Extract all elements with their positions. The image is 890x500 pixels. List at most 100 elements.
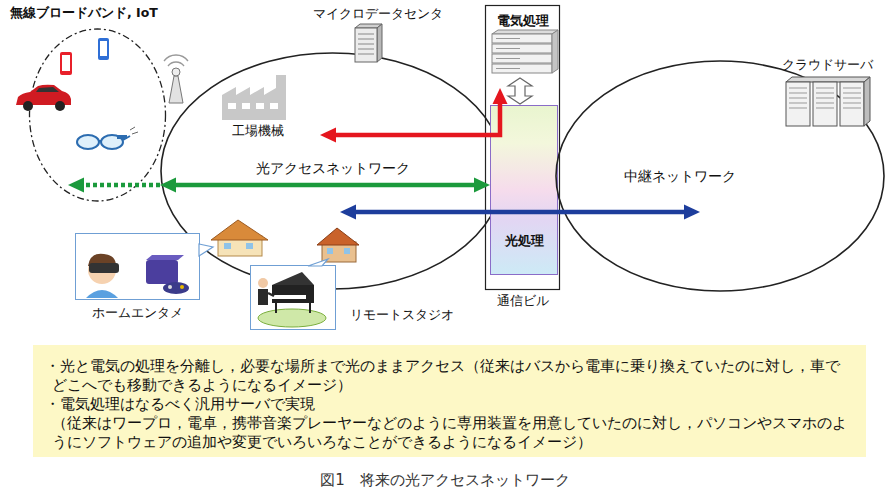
wireless-area: 無線ブロードバンド, IoT [10,5,175,205]
connector-line [353,210,687,215]
node-label: 中継ネットワーク [615,168,745,185]
node-label: リモートスタジオ [350,307,445,323]
node-outline-canvas [10,5,175,205]
arrow-head [684,205,700,220]
antenna-top [172,68,180,76]
game-console [146,260,178,284]
arrow-head [68,178,84,193]
stage-floor [258,309,326,327]
relay-network-ellipse: 中継ネットワーク [555,60,885,292]
car-wheel [55,101,65,111]
node-label: 無線ブロードバンド, IoT [10,5,175,21]
glasses-camera [117,135,127,139]
arrow-head [320,128,336,143]
access-network-ellipse: 光アクセスネットワーク 工場機械 [160,52,505,290]
telecom-building: 電気処理通信ビル 光処理 [485,5,560,310]
pianist-head [258,278,268,288]
factory-windows [228,103,278,109]
note-text: ・電気処理はなるべく汎用サーバで実現 [45,395,854,414]
phone-screen [100,41,107,56]
game-controller [163,282,189,294]
house-windows [224,243,253,249]
note-text: （従来はワープロ，電卓，携帯音楽プレーヤーなどのように専用装置を用意していたのに… [45,414,854,452]
callout-frame [75,233,200,300]
piano-lid [272,272,314,285]
note-box: ・光と電気の処理を分離し，必要な場所まで光のままアクセス（従来はバスから電車に乗… [33,345,866,457]
connector-line [333,101,500,135]
rack-top [492,30,558,34]
glasses-frame [99,136,130,141]
glasses-lens [77,135,99,149]
house-wall [322,242,356,262]
server-side [864,77,870,126]
grand-piano [272,285,314,303]
callout-box: リモートスタジオ [250,265,445,335]
callout-pointer [199,244,213,256]
note-text: ・光と電気の処理を分離し，必要な場所まで光のままアクセス（従来はバスから電車に乗… [45,357,854,395]
pianist-body [258,289,268,305]
radio-waves [164,55,188,66]
smartphone-red [60,52,72,75]
car-body [16,85,71,105]
callout-box: ホームエンタメ [75,233,203,323]
house-wall [218,236,262,256]
piano-keys [272,295,306,299]
factory-node: 工場機械 [220,72,320,140]
server-top [355,24,382,28]
figure-caption: 図1 将来の光アクセスネットワーク [0,471,890,490]
node-outline [556,61,884,291]
optical-processing-box: 光処理 [490,105,558,275]
house-windows [327,248,350,254]
rack-unit [492,34,552,43]
icon-label: クラウドサーバ [782,57,873,73]
smartphone-blue [98,38,109,60]
rack-side [552,30,558,73]
node-outline [161,53,504,289]
callout-frame [250,265,336,330]
node-label: 電気処理 [485,13,560,29]
rack-unit [492,54,552,63]
hollow-double-arrow [508,78,532,104]
server-slots [358,34,374,54]
rack-unit [492,64,552,73]
node-outline [30,29,166,201]
controller-button [168,285,172,289]
house-roof [211,220,268,240]
child-hair [88,254,116,266]
controller-button [180,285,184,289]
antenna-tower [169,76,183,103]
connector-arrow [340,205,700,220]
server-slots [789,88,861,108]
server-top [786,77,870,82]
arrow-head [493,88,508,104]
console-top [146,255,184,260]
connector-line [173,183,477,188]
server-tower [813,82,837,126]
connector-arrow [320,88,508,143]
arrow-head [160,178,176,193]
child-face [88,256,116,284]
connector-arrow [68,178,490,193]
child-body [86,290,118,298]
rack-unit [492,44,552,53]
server-side [377,24,382,62]
connector-dotted-line [81,183,160,188]
node-label: ホームエンタメ [75,305,200,321]
pianist-arm [268,293,274,296]
node-label: 通信ビル [485,293,560,309]
node-label: 光処理 [491,233,557,249]
server-tower [786,82,810,126]
car-wheel [23,101,33,111]
node-label: 光アクセスネットワーク [160,160,505,177]
node-outline [486,6,560,290]
car-window [36,87,59,92]
arrow-head [340,205,356,220]
signal-marks [130,127,138,134]
factory-icon [222,75,286,120]
arrow-head [474,178,490,193]
piano-legs [276,303,310,313]
node-label: 工場機械 [220,123,296,139]
icon-label: マイクロデータセンタ [313,6,443,22]
